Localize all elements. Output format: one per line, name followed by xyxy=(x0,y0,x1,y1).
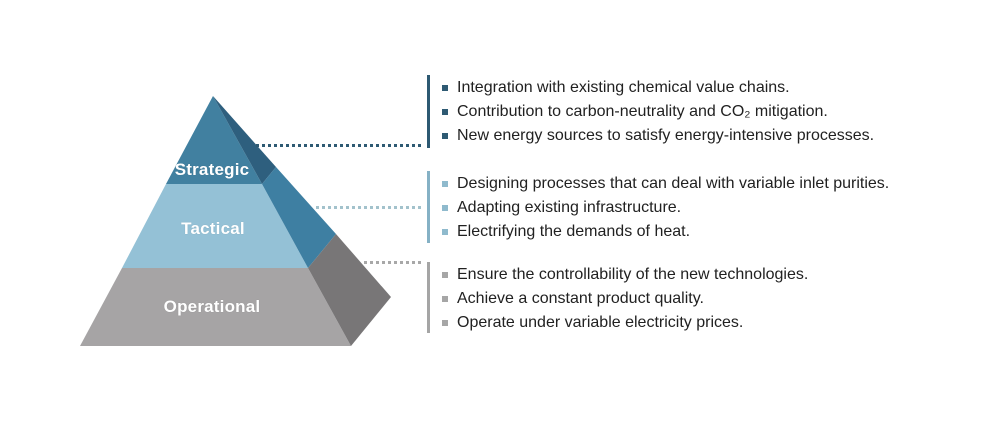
bullet-text: Integration with existing chemical value… xyxy=(457,79,790,96)
list-item: Operate under variable electricity price… xyxy=(442,311,987,335)
list-item: Ensure the controllability of the new te… xyxy=(442,263,987,287)
bullet-text: Electrifying the demands of heat. xyxy=(457,223,691,240)
strategic-side-face xyxy=(213,96,276,184)
bullet-text: New energy sources to satisfy energy-int… xyxy=(457,127,875,144)
bullet-text: Contribution to carbon-neutrality and CO… xyxy=(457,103,828,120)
tactical-dotted-connector xyxy=(316,206,424,209)
tactical-bullet-list: Designing processes that can deal with v… xyxy=(442,172,987,244)
square-bullet-icon xyxy=(442,85,448,91)
square-bullet-icon xyxy=(442,320,448,326)
list-item: Designing processes that can deal with v… xyxy=(442,172,987,196)
operational-dotted-connector xyxy=(364,261,424,264)
list-item: Integration with existing chemical value… xyxy=(442,76,987,100)
list-item: Achieve a constant product quality. xyxy=(442,287,987,311)
list-item: Electrifying the demands of heat. xyxy=(442,220,987,244)
tactical-bullet-group: Designing processes that can deal with v… xyxy=(427,171,987,243)
bullet-text: Achieve a constant product quality. xyxy=(457,290,704,307)
pyramid-label-operational: Operational xyxy=(163,297,261,316)
strategic-dotted-connector xyxy=(256,144,424,147)
list-item: New energy sources to satisfy energy-int… xyxy=(442,124,987,148)
operational-front-face xyxy=(80,268,351,346)
operational-side-face xyxy=(308,234,391,346)
pyramid-label-tactical: Tactical xyxy=(181,219,245,238)
pyramid-label-strategic: Strategic xyxy=(174,160,250,179)
operational-bullet-group: Ensure the controllability of the new te… xyxy=(427,262,987,333)
operational-accent-bar xyxy=(427,262,430,333)
bullet-text: Operate under variable electricity price… xyxy=(457,314,744,331)
list-item: Contribution to carbon-neutrality and CO… xyxy=(442,100,987,124)
strategic-accent-bar xyxy=(427,75,430,148)
square-bullet-icon xyxy=(442,272,448,278)
square-bullet-icon xyxy=(442,296,448,302)
operational-bullet-list: Ensure the controllability of the new te… xyxy=(442,263,987,335)
list-item: Adapting existing infrastructure. xyxy=(442,196,987,220)
square-bullet-icon xyxy=(442,181,448,187)
strategic-front-face xyxy=(166,96,262,184)
tactical-side-face xyxy=(262,167,336,268)
bullet-text: Ensure the controllability of the new te… xyxy=(457,266,809,283)
square-bullet-icon xyxy=(442,205,448,211)
tactical-accent-bar xyxy=(427,171,430,243)
strategic-bullet-group: Integration with existing chemical value… xyxy=(427,75,987,148)
strategic-bullet-list: Integration with existing chemical value… xyxy=(442,76,987,148)
square-bullet-icon xyxy=(442,109,448,115)
square-bullet-icon xyxy=(442,229,448,235)
bullet-text: Designing processes that can deal with v… xyxy=(457,175,890,192)
bullet-text: Adapting existing infrastructure. xyxy=(457,199,682,216)
square-bullet-icon xyxy=(442,133,448,139)
tactical-front-face xyxy=(122,184,308,268)
